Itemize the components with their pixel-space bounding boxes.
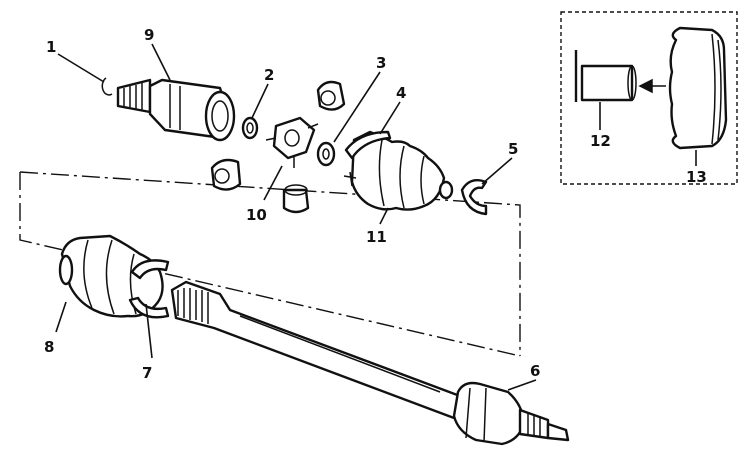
part-13-boot — [668, 26, 728, 150]
label-9: 9 — [144, 26, 154, 44]
part-7-clamp — [128, 259, 170, 319]
part-3-ring — [316, 141, 336, 167]
leader-3 — [333, 71, 381, 143]
part-2-ring — [241, 116, 259, 140]
label-13: 13 — [686, 168, 707, 186]
part-8-outer-boot — [58, 234, 164, 318]
label-2: 2 — [264, 66, 274, 84]
leader-8 — [55, 301, 67, 333]
leader-4 — [379, 101, 401, 135]
part-10-tripod-spider — [265, 116, 319, 168]
spider-rollers — [210, 80, 346, 214]
leader-1 — [57, 53, 105, 83]
label-10: 10 — [246, 206, 267, 224]
label-4: 4 — [396, 84, 406, 102]
label-3: 3 — [376, 54, 386, 72]
part-11-boot — [350, 130, 454, 211]
leader-9 — [151, 43, 171, 81]
assembly-axis-lines — [19, 171, 521, 357]
leader-2 — [251, 83, 269, 119]
label-7: 7 — [142, 364, 152, 382]
label-12: 12 — [590, 132, 611, 150]
leader-11 — [379, 207, 389, 225]
drive-shaft — [170, 280, 466, 420]
inset-box — [560, 11, 738, 185]
part-6-outer-joint — [452, 381, 570, 446]
axis-line-lower — [19, 172, 521, 357]
leader-5 — [481, 157, 513, 185]
label-1: 1 — [46, 38, 56, 56]
part-9-joint-housing — [116, 78, 236, 142]
part-4-clamp — [343, 130, 392, 187]
insertion-arrow — [638, 78, 666, 94]
leader-6 — [507, 379, 537, 391]
leader-7 — [145, 303, 153, 359]
part-5-clip — [460, 179, 488, 216]
leader-10 — [263, 165, 283, 201]
axis-line-upper — [19, 171, 521, 356]
leader-lines — [55, 43, 697, 391]
part-12-sleeve — [574, 50, 637, 102]
label-11: 11 — [366, 228, 387, 246]
label-8: 8 — [44, 338, 54, 356]
part-1-circlip — [101, 77, 113, 96]
label-6: 6 — [530, 362, 540, 380]
label-5: 5 — [508, 140, 518, 158]
part-labels: 1 9 2 3 4 5 10 11 6 7 8 12 13 — [44, 26, 707, 382]
